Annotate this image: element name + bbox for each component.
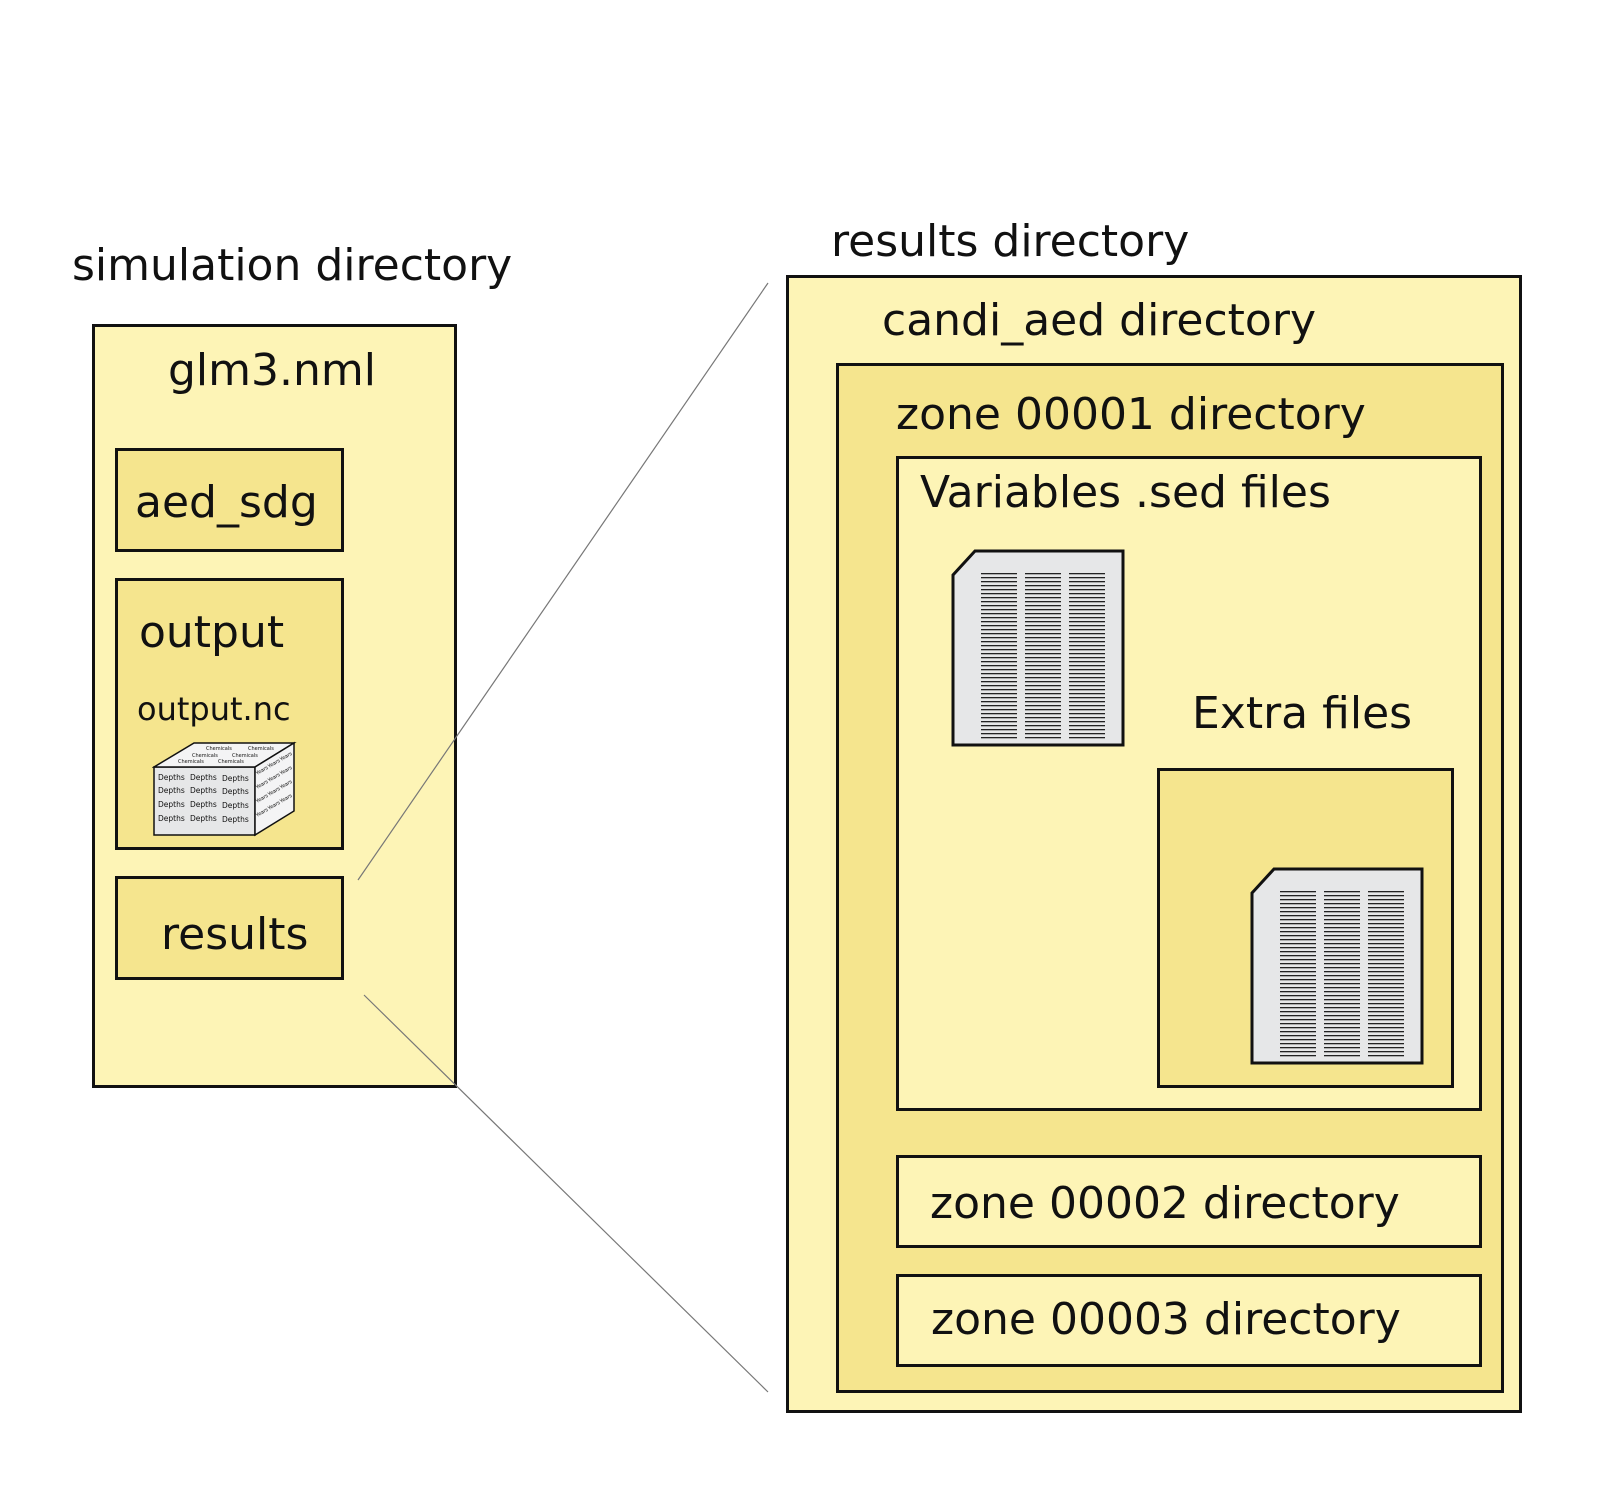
cube-top-text: Chemicals [218,759,244,765]
cube-top-text: Chemicals [206,746,232,752]
results-folder-label: results [161,909,309,960]
config-file-label: glm3.nml [168,345,376,396]
cube-cell-text: Depths [222,815,249,824]
document-icon [1250,867,1424,1065]
output-file-label: output.nc [137,690,291,728]
zone-00003-label: zone 00003 directory [931,1294,1401,1345]
cube-cell-text: Depths [158,814,185,823]
results-directory-title: results directory [831,216,1190,267]
cube-cell-text: Depths [222,787,249,796]
cube-cell-text: Depths [158,800,185,809]
cube-cell-text: Depths [190,786,217,795]
results-folder[interactable]: results [115,876,344,980]
zone-00002-label: zone 00002 directory [930,1178,1400,1229]
cube-top-text: Chemicals [178,759,204,765]
cube-cell-text: Depths [190,800,217,809]
data-cube-icon: Depths Depths Depths Depths Depths Depth… [152,741,297,837]
simulation-directory: glm3.nml aed_sdg output output.nc Depths… [92,324,457,1088]
output-folder-label: output [139,607,285,658]
aed-sdg-folder[interactable]: aed_sdg [115,448,344,552]
zone-00002-directory[interactable]: zone 00002 directory [896,1155,1482,1248]
output-folder[interactable]: output output.nc Depths Depths Depths De… [115,578,344,850]
variables-sed-files-title: Variables .sed files [920,467,1331,518]
zone-00001-title: zone 00001 directory [896,389,1366,440]
cube-top-text: Chemicals [232,753,258,759]
cube-cell-text: Depths [222,774,249,783]
extra-files-title: Extra files [1192,688,1413,739]
document-icon [951,549,1125,747]
zone-00003-directory[interactable]: zone 00003 directory [896,1274,1482,1367]
cube-top-text: Chemicals [248,746,274,752]
simulation-directory-title: simulation directory [72,240,513,291]
candi-aed-title: candi_aed directory [882,295,1316,346]
cube-cell-text: Depths [158,786,185,795]
results-directory: candi_aed directory zone 00001 directory… [786,275,1522,1413]
candi-aed-directory[interactable]: zone 00001 directory Variables .sed file… [836,363,1504,1393]
cube-cell-text: Depths [190,814,217,823]
aed-sdg-label: aed_sdg [135,477,318,528]
zone-00001-directory[interactable]: Variables .sed files Extra files [896,456,1482,1111]
cube-top-text: Chemicals [192,753,218,759]
cube-cell-text: Depths [158,773,185,782]
cube-cell-text: Depths [190,773,217,782]
extra-files-directory[interactable] [1157,768,1454,1088]
cube-cell-text: Depths [222,801,249,810]
